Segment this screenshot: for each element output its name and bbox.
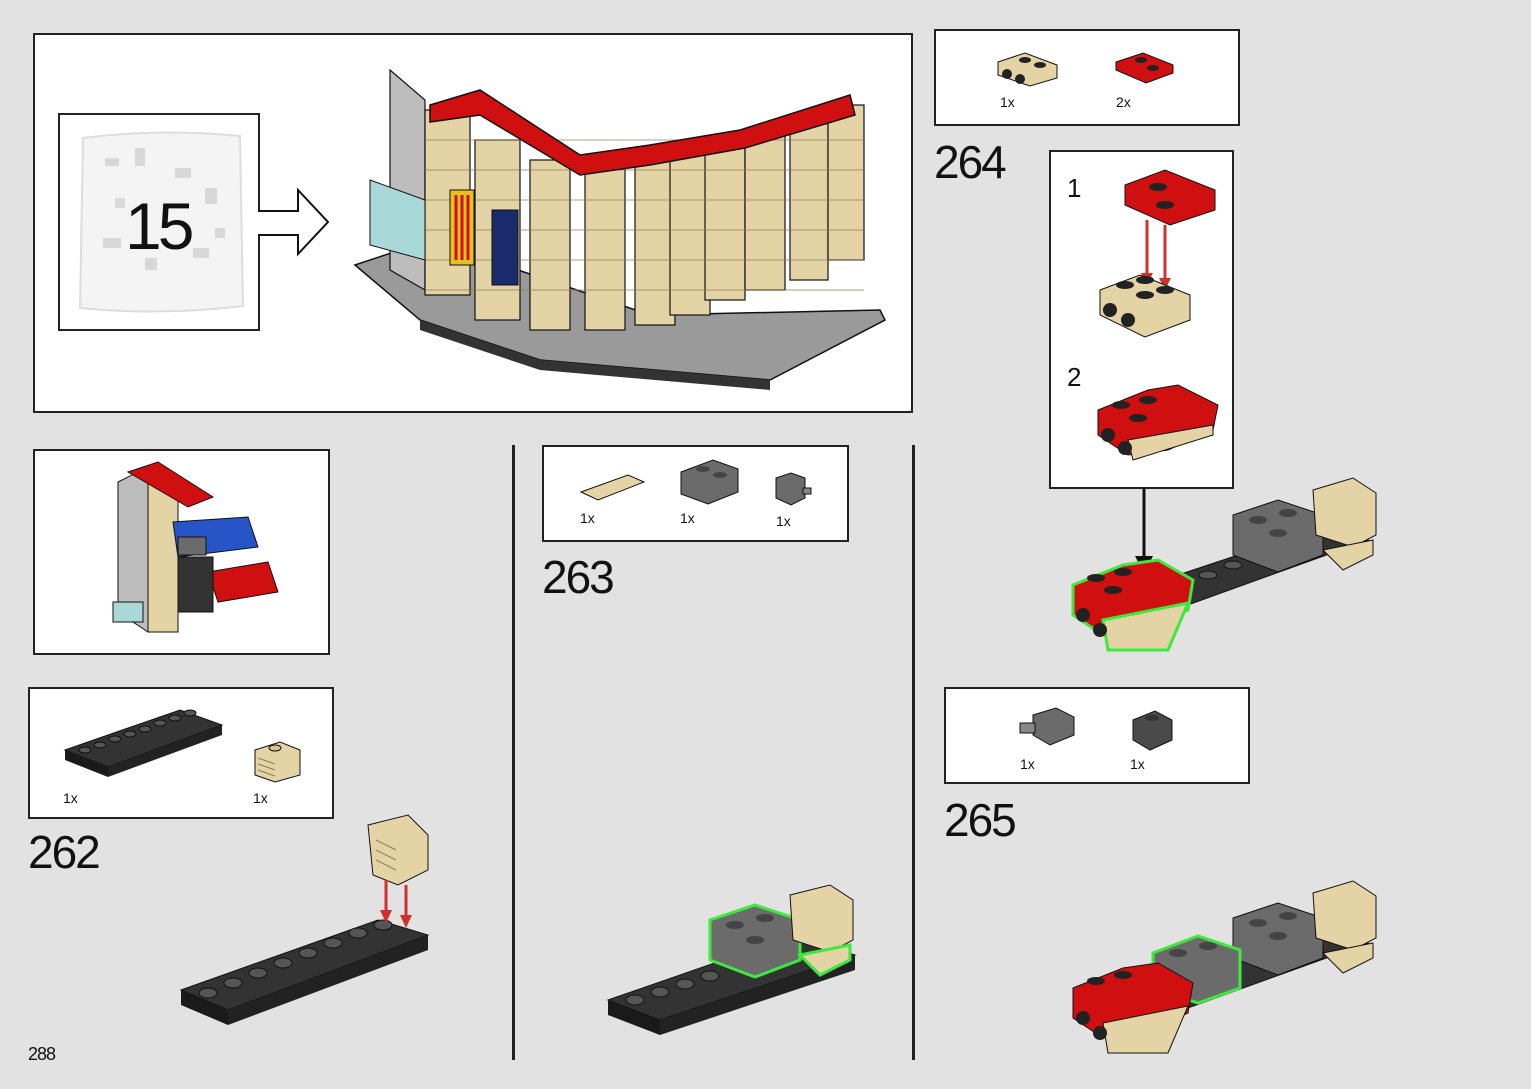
part-qty: 1x: [1020, 756, 1035, 772]
step-number-265: 265: [944, 793, 1015, 847]
part-qty: 1x: [63, 790, 78, 806]
step-264-parts-list: [934, 29, 1240, 126]
part-qty: 1x: [680, 510, 695, 526]
dark-gray-clip-brick-icon: [1018, 705, 1078, 750]
step-265-assembly-illustration: [1068, 878, 1388, 1063]
stadium-model-illustration: [350, 60, 890, 390]
substep-number: 2: [1067, 362, 1081, 393]
bag-to-model-arrow: [258, 185, 333, 260]
step-number-264: 264: [934, 135, 1005, 189]
substep-1-illustration: [1090, 165, 1225, 345]
dark-gray-corner-brick-icon: [678, 457, 743, 507]
tan-brick-grille-icon: [250, 740, 305, 785]
page-number: 288: [28, 1044, 55, 1065]
part-qty: 2x: [1116, 94, 1131, 110]
step-262-assembly-illustration: [178, 815, 438, 1040]
step-265-parts-list: [944, 687, 1250, 784]
preview-section-illustration: [78, 462, 288, 637]
part-qty: 1x: [1000, 94, 1015, 110]
part-qty: 1x: [1130, 756, 1145, 772]
step-263-assembly-illustration: [605, 880, 865, 1040]
step-264-assembly-illustration: [1068, 475, 1388, 660]
tan-modified-brick-icon: [995, 50, 1065, 88]
tan-tile-icon: [578, 472, 648, 504]
column-divider: [912, 445, 915, 1060]
dark-gray-round-brick-icon: [1130, 708, 1175, 753]
red-plate-icon: [1113, 50, 1178, 85]
dark-gray-clip-brick-icon: [773, 470, 813, 510]
part-qty: 1x: [776, 513, 791, 529]
black-plate-2x8-icon: [60, 705, 225, 780]
bag-number: 15: [125, 188, 190, 264]
part-qty: 1x: [253, 790, 268, 806]
substep-number: 1: [1067, 173, 1081, 204]
column-divider: [512, 445, 515, 1060]
part-qty: 1x: [580, 510, 595, 526]
substep-2-illustration: [1093, 380, 1223, 470]
step-number-263: 263: [542, 550, 613, 604]
step-number-262: 262: [28, 825, 99, 879]
